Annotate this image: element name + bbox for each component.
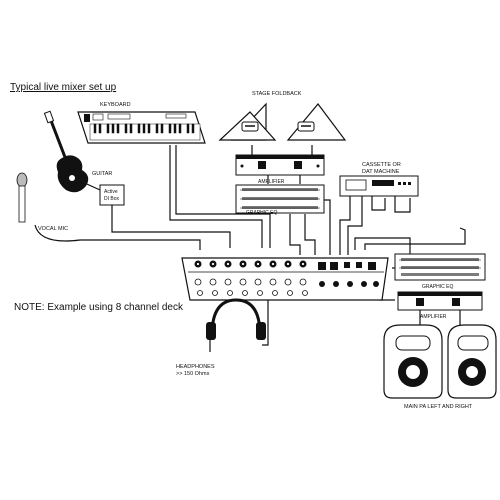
- vocal-mic-cable: [34, 224, 201, 250]
- graphic-eq-right-label: GRAPHIC EQ: [422, 284, 454, 290]
- foldback-speaker-left: [218, 102, 277, 141]
- keyboard-cable-2: [175, 145, 271, 248]
- keyboard: [77, 111, 206, 144]
- graphic-eq-top-label: GRAPHIC EQ: [246, 210, 278, 216]
- amplifier-right-label: AMPLIFIER: [420, 314, 447, 320]
- amplifier-top: [235, 154, 325, 176]
- keyboard-cable: [169, 145, 263, 248]
- cassette-label-1: CASSETTE OR: [362, 162, 401, 168]
- mixer-master-section: [318, 262, 379, 287]
- cassette-cable: [339, 196, 351, 255]
- di-box-label-1: Active: [104, 189, 118, 195]
- guitar-label: GUITAR: [92, 171, 112, 177]
- headphones: [206, 298, 266, 340]
- guitar: [43, 110, 89, 193]
- graphic-eq-top: [235, 184, 325, 214]
- keyboard-keys: [89, 123, 201, 141]
- headphones-label-1: HEADPHONES: [176, 364, 215, 370]
- amplifier-right: [397, 291, 483, 311]
- right-eq-cable: [354, 237, 411, 258]
- eq-mixer-cable: [289, 214, 301, 255]
- mixer-knobs: [194, 278, 308, 296]
- di-box-label-2: DI Box: [104, 196, 120, 202]
- note-text: NOTE: Example using 8 channel deck: [14, 302, 184, 313]
- vocal-mic-label: VOCAL MIC: [38, 226, 68, 232]
- stage-foldback-label: STAGE FOLDBACK: [252, 91, 302, 97]
- main-pa-label: MAIN PA LEFT AND RIGHT: [404, 404, 473, 410]
- cassette-deck: [339, 175, 419, 197]
- amplifier-top-label: AMPLIFIER: [258, 179, 285, 185]
- foldback-speaker-right: [286, 103, 347, 141]
- headphones-label-2: >> 150 Ohms: [176, 371, 210, 377]
- di-box: [99, 184, 125, 206]
- diagram-title: Typical live mixer set up: [10, 82, 117, 93]
- graphic-eq-right: [394, 253, 486, 281]
- main-pa-speaker-right: [447, 324, 497, 399]
- di-box-cable: [111, 205, 231, 248]
- mixer-8-channel: [181, 257, 389, 301]
- cassette-label-2: DAT MACHINE: [362, 169, 400, 175]
- keyboard-label: KEYBOARD: [100, 102, 131, 108]
- main-pa-speaker-left: [383, 324, 443, 399]
- vocal-mic: [16, 172, 28, 223]
